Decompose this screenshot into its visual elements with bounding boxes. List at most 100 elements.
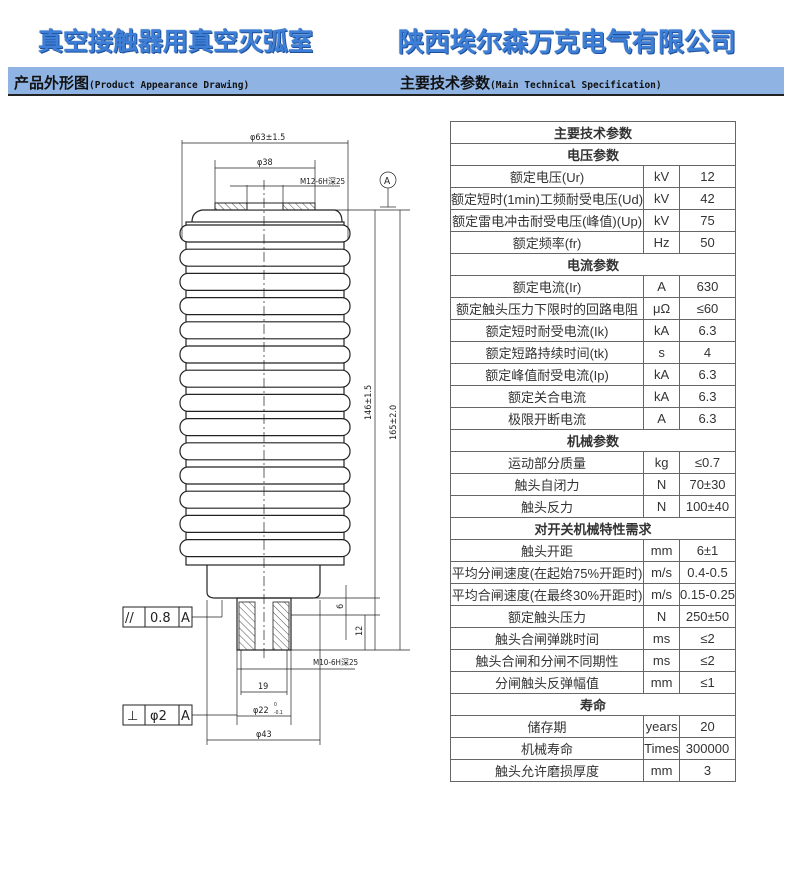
param-value: 75 <box>679 209 736 232</box>
rib <box>179 490 351 509</box>
param-value: 12 <box>679 165 736 188</box>
parallel-value: 0.8 <box>150 611 171 626</box>
fcf-parallelism: // 0.8 A <box>122 606 193 628</box>
param-unit: s <box>643 341 681 364</box>
param-unit: Times <box>643 737 681 760</box>
param-name: 额定短时耐受电流(Ik) <box>449 319 645 342</box>
param-unit: kg <box>643 451 681 474</box>
param-unit: N <box>643 495 681 518</box>
perpendicular-value: φ2 <box>150 709 167 724</box>
dim-19: 19 <box>258 682 268 692</box>
param-unit: N <box>643 473 681 496</box>
param-name: 额定电流(Ir) <box>449 275 645 298</box>
parallel-symbol: // <box>125 611 134 626</box>
param-value: 6±1 <box>679 539 736 562</box>
dim-146: 146±1.5 <box>364 385 374 420</box>
section-heading: 寿命 <box>450 693 736 716</box>
param-unit: A <box>643 275 681 298</box>
param-name: 额定短路持续时间(tk) <box>449 341 645 364</box>
param-value: 70±30 <box>679 473 736 496</box>
section-heading: 对开关机械特性需求 <box>450 517 736 540</box>
rib <box>179 466 351 485</box>
top-thread-label: M12-6H深25 <box>300 177 345 186</box>
rib <box>179 418 351 437</box>
fcf-perpendicularity: ⊥ φ2 A <box>122 704 193 726</box>
param-value: 0.15-0.25 <box>679 583 736 606</box>
param-unit: ms <box>643 627 681 650</box>
rib <box>179 297 351 316</box>
section-row: 对开关机械特性需求 <box>450 517 736 540</box>
rib <box>179 514 351 534</box>
param-name: 平均合闸速度(在最终30%开距时) <box>449 583 645 606</box>
section-row: 机械参数 <box>450 429 736 452</box>
dim-12: 12 <box>355 626 365 636</box>
param-name: 机械寿命 <box>449 737 645 760</box>
dim-22-tol-lower: -0.1 <box>274 710 283 716</box>
param-name: 触头合闸和分闸不同期性 <box>449 649 645 672</box>
parallel-datum: A <box>181 611 190 626</box>
rib <box>179 393 351 412</box>
param-unit: m/s <box>643 583 681 606</box>
param-value: 6.3 <box>679 363 736 386</box>
param-value: ≤1 <box>679 671 736 694</box>
param-value: 6.3 <box>679 385 736 408</box>
param-name: 额定关合电流 <box>449 385 645 408</box>
rib <box>179 248 351 267</box>
spec-heading-en: (Main Technical Specification) <box>490 80 662 91</box>
param-unit: m/s <box>643 561 681 584</box>
bottom-thread-label: M10-6H深25 <box>313 658 358 667</box>
param-name: 额定短时(1min)工频耐受电压(Ud) <box>449 187 645 210</box>
section-heading: 电压参数 <box>450 143 736 166</box>
dim-22: φ22 <box>253 706 269 716</box>
perpendicular-datum: A <box>181 709 190 724</box>
param-unit: kV <box>643 187 681 210</box>
param-unit: ms <box>643 649 681 672</box>
table-title: 主要技术参数 <box>450 121 736 144</box>
section-heading: 机械参数 <box>450 429 736 452</box>
param-value: 3 <box>679 759 736 782</box>
drawing-heading-en: (Product Appearance Drawing) <box>89 80 250 91</box>
param-unit: N <box>643 605 681 628</box>
company-name: 陕西埃尔森万克电气有限公司 <box>398 28 737 58</box>
param-name: 分闸触头反弹幅值 <box>449 671 645 694</box>
param-unit: mm <box>643 539 681 562</box>
section-heading: 电流参数 <box>450 253 736 276</box>
param-name: 额定频率(fr) <box>449 231 645 254</box>
param-name: 平均分闸速度(在起始75%开距时) <box>449 561 645 584</box>
param-value: ≤2 <box>679 649 736 672</box>
param-name: 额定峰值耐受电流(Ip) <box>449 363 645 386</box>
dim-6: 6 <box>336 604 346 609</box>
param-name: 运动部分质量 <box>449 451 645 474</box>
param-unit: μΩ <box>643 297 681 320</box>
product-title: 真空接触器用真空灭弧室 <box>38 27 314 56</box>
param-unit: Hz <box>643 231 681 254</box>
param-value: 6.3 <box>679 319 736 342</box>
rib <box>179 321 351 340</box>
section-header-bar: 产品外形图(Product Appearance Drawing) 主要技术参数… <box>8 67 784 96</box>
param-unit: mm <box>643 671 681 694</box>
param-value: 300000 <box>679 737 736 760</box>
rib <box>179 345 351 364</box>
param-name: 触头允许磨损厚度 <box>449 759 645 782</box>
param-name: 极限开断电流 <box>449 407 645 430</box>
bottom-sleeve <box>206 565 321 599</box>
param-value: ≤2 <box>679 627 736 650</box>
param-name: 额定触头压力下限时的回路电阻 <box>449 297 645 320</box>
dim-top-diameter: φ38 <box>257 158 273 168</box>
